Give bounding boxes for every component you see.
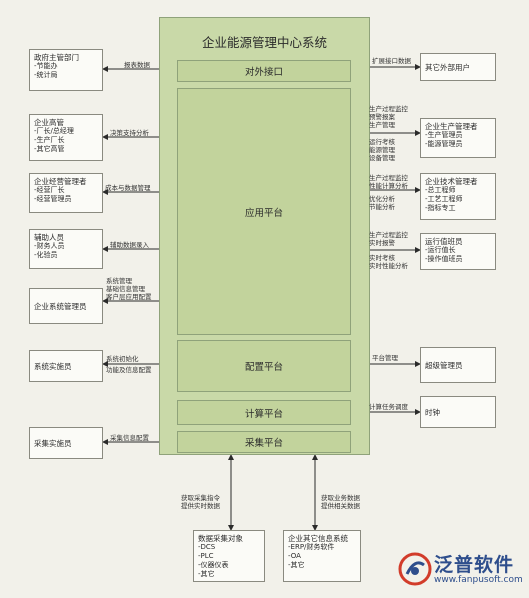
edge-label: 获取业务数据提供相关数据 xyxy=(321,494,360,510)
box-title: 政府主管部门 xyxy=(34,53,79,62)
layer-configuration: 配置平台 xyxy=(177,340,351,392)
box-title: 系统实施员 xyxy=(34,362,72,371)
edge-label: 生产过程监控实时报警 xyxy=(369,231,408,247)
box-title: 企业经营管理者 xyxy=(34,177,87,186)
edge-label: 获取采集指令提供实时数据 xyxy=(181,494,220,510)
box-system-implementer: 系统实施员 xyxy=(29,350,103,382)
box-production-managers: 企业生产管理者 -生产管理员 -能源管理员 xyxy=(420,118,496,158)
box-title: 超级管理员 xyxy=(425,361,463,370)
edge-label: 计算任务调度 xyxy=(369,403,408,411)
box-item: -总工程师 xyxy=(425,186,456,194)
diagram-title: 企业能源管理中心系统 xyxy=(201,35,327,50)
box-item: -经营厂长 xyxy=(34,186,65,194)
box-external-users: 其它外部用户 xyxy=(420,53,496,81)
box-item: -运行值长 xyxy=(425,246,456,254)
box-executives: 企业高管 -厂长/总经理 -生产厂长 -其它高管 xyxy=(29,114,103,161)
edge-label: 扩展接口数据 xyxy=(372,57,411,65)
edge-label: 系统管理基础信息管理客户层应用配置 xyxy=(106,277,152,301)
box-title: 其它外部用户 xyxy=(425,63,470,72)
box-item: -经营管理员 xyxy=(34,195,72,203)
brand-url: www.fanpusoft.com xyxy=(434,575,523,585)
box-clock: 时钟 xyxy=(420,396,496,428)
box-item: -厂长/总经理 xyxy=(34,127,74,135)
box-item: -化验员 xyxy=(34,251,58,259)
box-item: -DCS xyxy=(198,543,216,551)
box-collection-objects: 数据采集对象 -DCS -PLC -仪器仪表 -其它 xyxy=(193,530,265,582)
box-title: 企业生产管理者 xyxy=(425,122,478,131)
edge-label: 辅助数据录入 xyxy=(110,241,149,249)
box-item: -操作值班员 xyxy=(425,255,463,263)
box-title: 企业系统管理员 xyxy=(34,302,87,311)
box-item: -PLC xyxy=(198,552,214,560)
edge-label: 平台管理 xyxy=(372,354,398,362)
layer-collection: 采集平台 xyxy=(177,431,351,453)
brand-logo: 泛普软件 www.fanpusoft.com xyxy=(396,548,526,592)
box-collection-implementer: 采集实施员 xyxy=(29,427,103,459)
edge-label: 系统初始化功能及信息配置 xyxy=(106,355,152,374)
box-item: -财务人员 xyxy=(34,242,65,250)
box-other-systems: 企业其它信息系统 -ERP/财务软件 -OA -其它 xyxy=(283,530,361,582)
edge-label: 运行考核能源管理设备管理 xyxy=(369,138,395,162)
edge-label: 报表数据 xyxy=(124,61,150,69)
box-title: 企业技术管理者 xyxy=(425,177,478,186)
edge-label: 优化分析节能分析 xyxy=(369,195,395,211)
box-item: -指标专工 xyxy=(425,204,456,212)
brand-mark-icon xyxy=(398,552,432,586)
layer-computation: 计算平台 xyxy=(177,400,351,425)
edge-label: 生产过程监控性能计算分析 xyxy=(369,174,408,190)
box-business-managers: 企业经营管理者 -经营厂长 -经营管理员 xyxy=(29,173,103,213)
box-item: -能源管理员 xyxy=(425,140,463,148)
edge-label: 决策支持分析 xyxy=(110,129,149,137)
box-duty-operators: 运行值班员 -运行值长 -操作值班员 xyxy=(420,233,496,270)
layer-application: 应用平台 xyxy=(177,88,351,335)
box-title: 时钟 xyxy=(425,408,440,417)
box-technical-managers: 企业技术管理者 -总工程师 -工艺工程师 -指标专工 xyxy=(420,173,496,220)
box-item: -生产厂长 xyxy=(34,136,65,144)
box-item: -其它 xyxy=(198,570,215,578)
box-government: 政府主管部门 -节能办 -统计局 xyxy=(29,49,103,91)
box-item: -OA xyxy=(288,552,301,560)
box-item: -ERP/财务软件 xyxy=(288,543,335,551)
edge-label: 生产过程监控预警报案生产管理 xyxy=(369,105,408,129)
box-item: -其它高管 xyxy=(34,145,65,153)
edge-label: 实时考核实时性能分析 xyxy=(369,254,408,270)
box-item: -其它 xyxy=(288,561,305,569)
box-item: -节能办 xyxy=(34,62,58,70)
box-title: 企业其它信息系统 xyxy=(288,534,348,543)
box-system-admin: 企业系统管理员 xyxy=(29,288,103,324)
box-title: 运行值班员 xyxy=(425,237,463,246)
box-item: -仪器仪表 xyxy=(198,561,229,569)
brand-name: 泛普软件 xyxy=(434,554,515,576)
layer-external-interface: 对外接口 xyxy=(177,60,351,82)
box-auxiliary-staff: 辅助人员 -财务人员 -化验员 xyxy=(29,229,103,269)
edge-label: 采集信息配置 xyxy=(110,434,149,442)
box-item: -工艺工程师 xyxy=(425,195,463,203)
box-title: 数据采集对象 xyxy=(198,534,243,543)
box-title: 辅助人员 xyxy=(34,233,64,242)
edge-label: 成本与数据管理 xyxy=(105,184,151,192)
box-item: -生产管理员 xyxy=(425,131,463,139)
box-super-admin: 超级管理员 xyxy=(420,347,496,383)
box-title: 企业高管 xyxy=(34,118,64,127)
box-item: -统计局 xyxy=(34,71,58,79)
box-title: 采集实施员 xyxy=(34,439,72,448)
